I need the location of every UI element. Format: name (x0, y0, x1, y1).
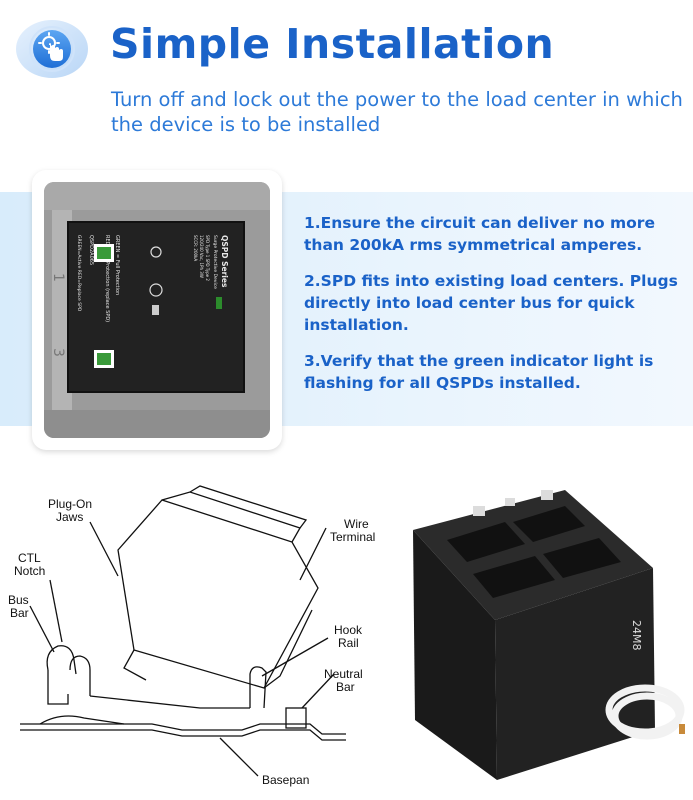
installation-badge (14, 18, 90, 80)
device-series: QSPD Series (220, 235, 229, 288)
green-led (216, 297, 222, 309)
page-subtitle: Turn off and lock out the power to the l… (111, 88, 683, 136)
device-series-sub: Surge Protective Device (212, 235, 218, 289)
installed-device-photo: 1 3 QSPD Series Surge Protective Device … (44, 182, 270, 438)
device-spec-1: SPD Type 1 SPD Type 2 (205, 235, 210, 281)
label-basepan: Basepan (262, 773, 309, 787)
power-symbol-icon (149, 283, 163, 297)
wire-coil (605, 684, 685, 740)
hand-touch-gear-icon (16, 20, 88, 78)
device-spec-2: 120/240 Vac, 1Ph 3W (199, 235, 204, 278)
device-spec-3: SCCR: 200kA (193, 235, 198, 261)
selector-switch (152, 305, 159, 315)
device-model: QSPD2A065 (88, 235, 94, 265)
indicator-light-icon (150, 246, 162, 258)
step-1: 1.Ensure the circuit can deliver no more… (304, 214, 655, 254)
device-green-label: GREEN = Full Protection (114, 235, 120, 295)
panel-number-1: 1 (50, 273, 66, 282)
device-indicator-label: GREEN=Active RED=Replace SPD (76, 235, 82, 312)
step-list: 1.Ensure the circuit can deliver no more… (304, 212, 689, 408)
device-side-text: 24M8 (630, 620, 643, 651)
panel-number-3: 3 (50, 348, 66, 357)
device-photo: 24M8 (385, 470, 685, 790)
device-red-label: RED = No Protection (replace SPD) (104, 235, 110, 322)
step-2: 2.SPD fits into existing load centers. P… (304, 272, 678, 334)
step-3: 3.Verify that the green indicator light … (304, 352, 654, 392)
page-title: Simple Installation (110, 20, 555, 68)
